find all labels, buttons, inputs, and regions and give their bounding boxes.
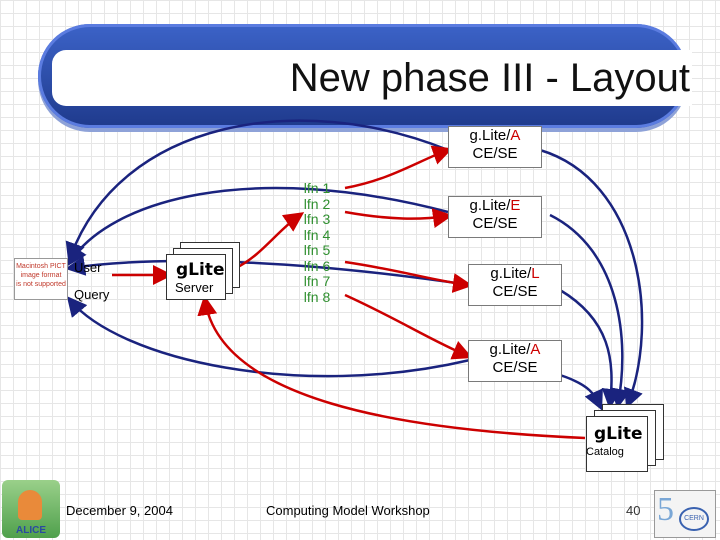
arrow-ce1-user bbox=[65, 119, 449, 263]
title-backdrop bbox=[52, 50, 692, 106]
lfn-item: lfn 6 bbox=[303, 257, 331, 274]
arrow-ce1-catalog bbox=[539, 148, 644, 409]
lfn-item: lfn 1 bbox=[303, 180, 331, 196]
footer-date: December 9, 2004 bbox=[66, 503, 173, 518]
lfn-item: lfn 2 bbox=[303, 195, 331, 212]
lfn-list: lfn 1 lfn 2 lfn 3 lfn 4 lfn 5 lfn 6 lfn … bbox=[292, 180, 342, 305]
arrow-ce2-user bbox=[67, 186, 449, 267]
arrow-ce4-catalog bbox=[559, 373, 603, 411]
catalog-glite-logo: gLite bbox=[594, 424, 643, 444]
lfn-item: lfn 4 bbox=[303, 226, 331, 243]
ce-se-node-3: g.Lite/L CE/SE bbox=[468, 264, 562, 306]
arrow-ce4-user bbox=[66, 296, 471, 378]
arrow-lfn-ce2 bbox=[344, 208, 453, 229]
arrow-catalog-server bbox=[197, 295, 586, 440]
catalog-label: Catalog bbox=[586, 446, 624, 458]
arrow-lfn-ce3 bbox=[344, 260, 473, 293]
lfn-item: lfn 8 bbox=[303, 288, 331, 305]
arrow-lfn-ce4 bbox=[344, 293, 473, 360]
lfn-item: lfn 5 bbox=[303, 242, 331, 258]
ce-se-node-4: g.Lite/A CE/SE bbox=[468, 340, 562, 382]
pict-placeholder-image: Macintosh PICT image format is not suppo… bbox=[14, 258, 68, 300]
ce-se-node-2: g.Lite/E CE/SE bbox=[448, 196, 542, 238]
ce-se-node-1: g.Lite/A CE/SE bbox=[448, 126, 542, 168]
lfn-item: lfn 7 bbox=[303, 273, 331, 289]
arrow-ce2-catalog bbox=[549, 213, 631, 409]
footer-event: Computing Model Workshop bbox=[266, 503, 430, 518]
alice-logo: ALICE bbox=[2, 480, 60, 538]
arrow-lfn-ce1 bbox=[344, 145, 453, 190]
server-label: Server bbox=[175, 280, 214, 295]
server-glite-logo: gLite bbox=[176, 260, 225, 280]
arrow-server-lfn bbox=[235, 212, 305, 270]
lfn-item: lfn 3 bbox=[303, 211, 331, 227]
query-label: Query bbox=[74, 287, 110, 302]
arrow-ce3-catalog bbox=[559, 288, 622, 409]
arrow-ce3-user bbox=[65, 255, 471, 287]
slide-title: New phase III - Layout bbox=[289, 56, 690, 100]
cern-logo: 5 CERN bbox=[654, 490, 716, 538]
page-number: 40 bbox=[626, 503, 641, 518]
user-label: User bbox=[74, 260, 102, 275]
